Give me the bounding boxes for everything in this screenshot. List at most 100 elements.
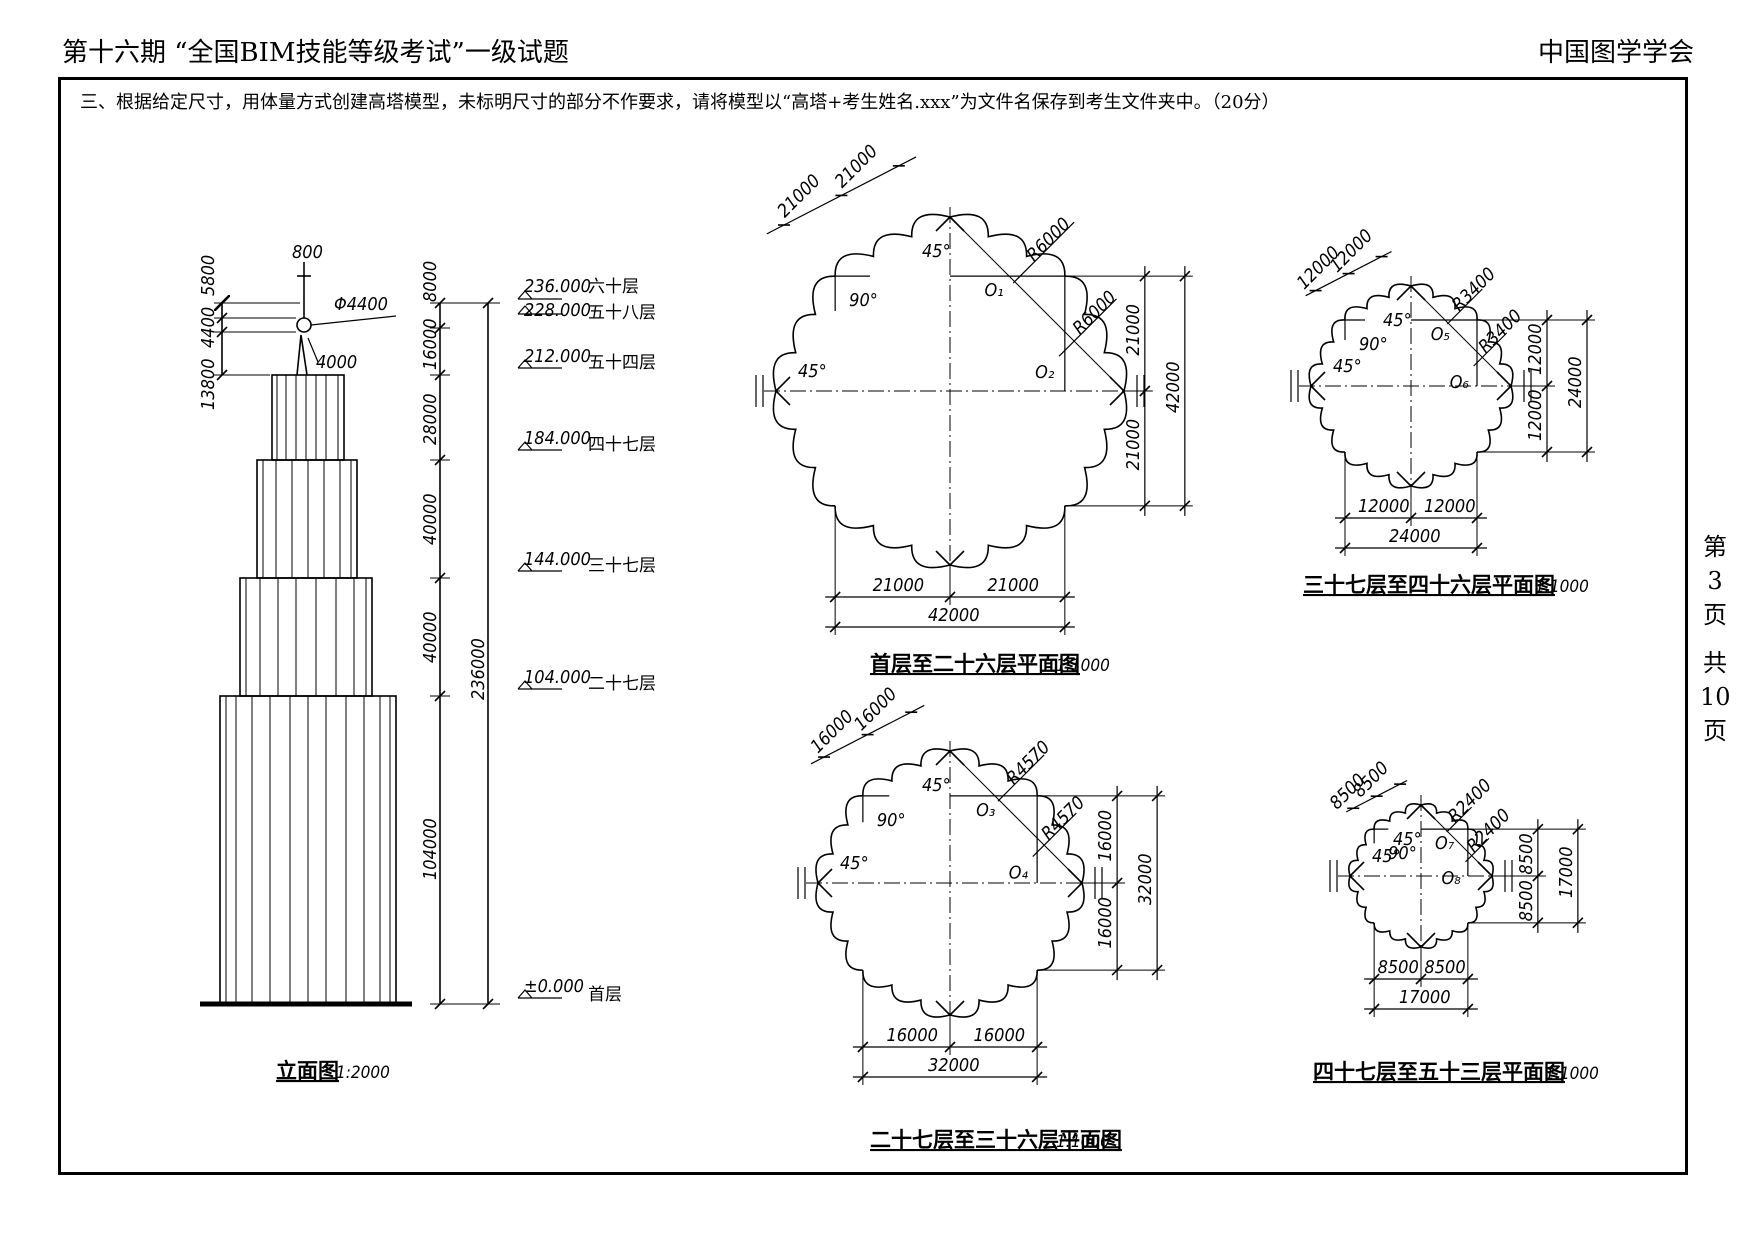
scallop-edge [1064,275,1128,392]
dim-tick [1405,512,1417,524]
dim-tick [1059,591,1071,603]
level-name-7: 首层 [588,985,622,1005]
dim-tick [1541,314,1553,326]
break-mark-left [755,375,764,407]
dim-tick [829,621,841,633]
radius-label-1: R6000 [1023,214,1075,266]
elevation-title: 立面图 [276,1059,339,1083]
page-di: 第 [1703,533,1727,561]
dim-half-left: 16000 [886,1025,938,1046]
scallop-edge [1467,828,1494,877]
dim-tick [1031,1041,1043,1053]
right-angle-mark [834,275,870,311]
plan-title: 首层至二十六层平面图 [870,652,1080,676]
notch-bottom [1406,932,1436,948]
center-label-1: O₅ [1431,324,1450,345]
radius-leader-1 [1012,221,1075,284]
level-name-3: 五十四层 [588,353,656,373]
spire-base [296,334,308,376]
dim-ext-bottom [862,970,1038,1085]
dim-5800: 5800 [198,255,219,296]
scallop-edge [815,795,863,884]
construction-diagonal [1410,285,1512,387]
dim-tick [1151,964,1163,976]
construction-diagonal [949,750,1083,884]
dim-tick [1462,973,1474,985]
dim-half-left: 21000 [873,575,925,596]
scallop-edge [1348,828,1375,877]
scallop-edge [1410,451,1478,489]
scallop-edge [949,213,1066,277]
dim-diag-2: 21000 [831,141,882,192]
radius-leader-1 [1446,288,1483,325]
level-name-2: 五十八层 [588,303,656,323]
plan-title: 三十七层至四十六层平面图 [1303,573,1555,597]
radius-leader-2 [1058,298,1117,357]
tier-ribs [225,375,391,1004]
level-name-4: 四十七层 [588,435,656,455]
dim-full-right: 42000 [1163,361,1184,413]
page-gong: 共 [1703,649,1727,677]
scallop-edge [1467,875,1494,924]
dim-tick [1581,314,1593,326]
total-dim: 236000 [468,638,489,700]
dim-tick [1151,790,1163,802]
page-ye: 页 [1703,601,1727,629]
scallop-edge [1344,451,1412,489]
dim-ext-bottom [1373,922,1469,1017]
scallop-edge [862,748,951,796]
angle-left: 45° [1333,356,1362,377]
plan-title: 四十七层至五十三层平面图 [1313,1060,1565,1084]
break-mark-left [797,867,806,899]
dim-tick [1572,917,1584,929]
notch-left [1349,861,1365,891]
dim-full-bottom: 42000 [928,605,980,626]
seg-dim-1: 8000 [420,261,441,302]
dim-half-bottom: 8500 [1516,880,1537,921]
dim-tick [1462,1003,1474,1015]
radius-leader-2 [1465,837,1490,863]
scallop-edge [1420,922,1469,949]
construction-diagonal [1420,804,1493,877]
dim-tick [944,1041,956,1053]
center-label-2: O₈ [1442,868,1462,889]
dim-tick [1368,1003,1380,1015]
dim-tick [1532,917,1544,929]
center-label-2: O₄ [1009,863,1029,884]
dim-phi4400: Φ4400 [334,294,388,315]
dim-tick [1179,270,1191,282]
dim-tick [1541,380,1553,392]
angle-right: 90° [1359,334,1388,355]
dim-tick [1532,870,1544,882]
angle-left: 45° [798,361,827,382]
scallop-edge [1476,385,1514,453]
scallop-edge [1037,882,1085,971]
scallop-edge [1308,385,1346,453]
dim-ext-bottom [1344,452,1478,556]
angle-right: 90° [877,810,906,831]
radius-leader-2 [1032,812,1077,858]
scallop-edge [815,882,863,971]
seg-dim-2: 16000 [420,318,441,370]
dim-tick [1339,542,1351,554]
break-mark-left [1290,370,1299,402]
dim-diag-1: 16000 [807,706,858,757]
dim-tick [1111,877,1123,889]
page-indicator: 第 3 页 共 10 页 [1700,530,1731,748]
seg-dim-4: 40000 [420,493,441,545]
radius-label-1: R4570 [1002,737,1054,789]
dim-tick [857,1071,869,1083]
dim-tick [1111,790,1123,802]
scallop-edge [1373,922,1422,949]
scallop-edge [772,390,836,507]
angle-top: 45° [1393,829,1422,850]
angle-left: 45° [1372,846,1401,867]
right-angle-mark [1344,319,1365,340]
scallop-edge [1064,390,1128,507]
scallop-edge [1373,803,1422,830]
dim-4000: 4000 [316,352,357,373]
angle-top: 45° [922,775,951,796]
right-angle-mark [862,795,890,823]
dim-tick [1541,446,1553,458]
